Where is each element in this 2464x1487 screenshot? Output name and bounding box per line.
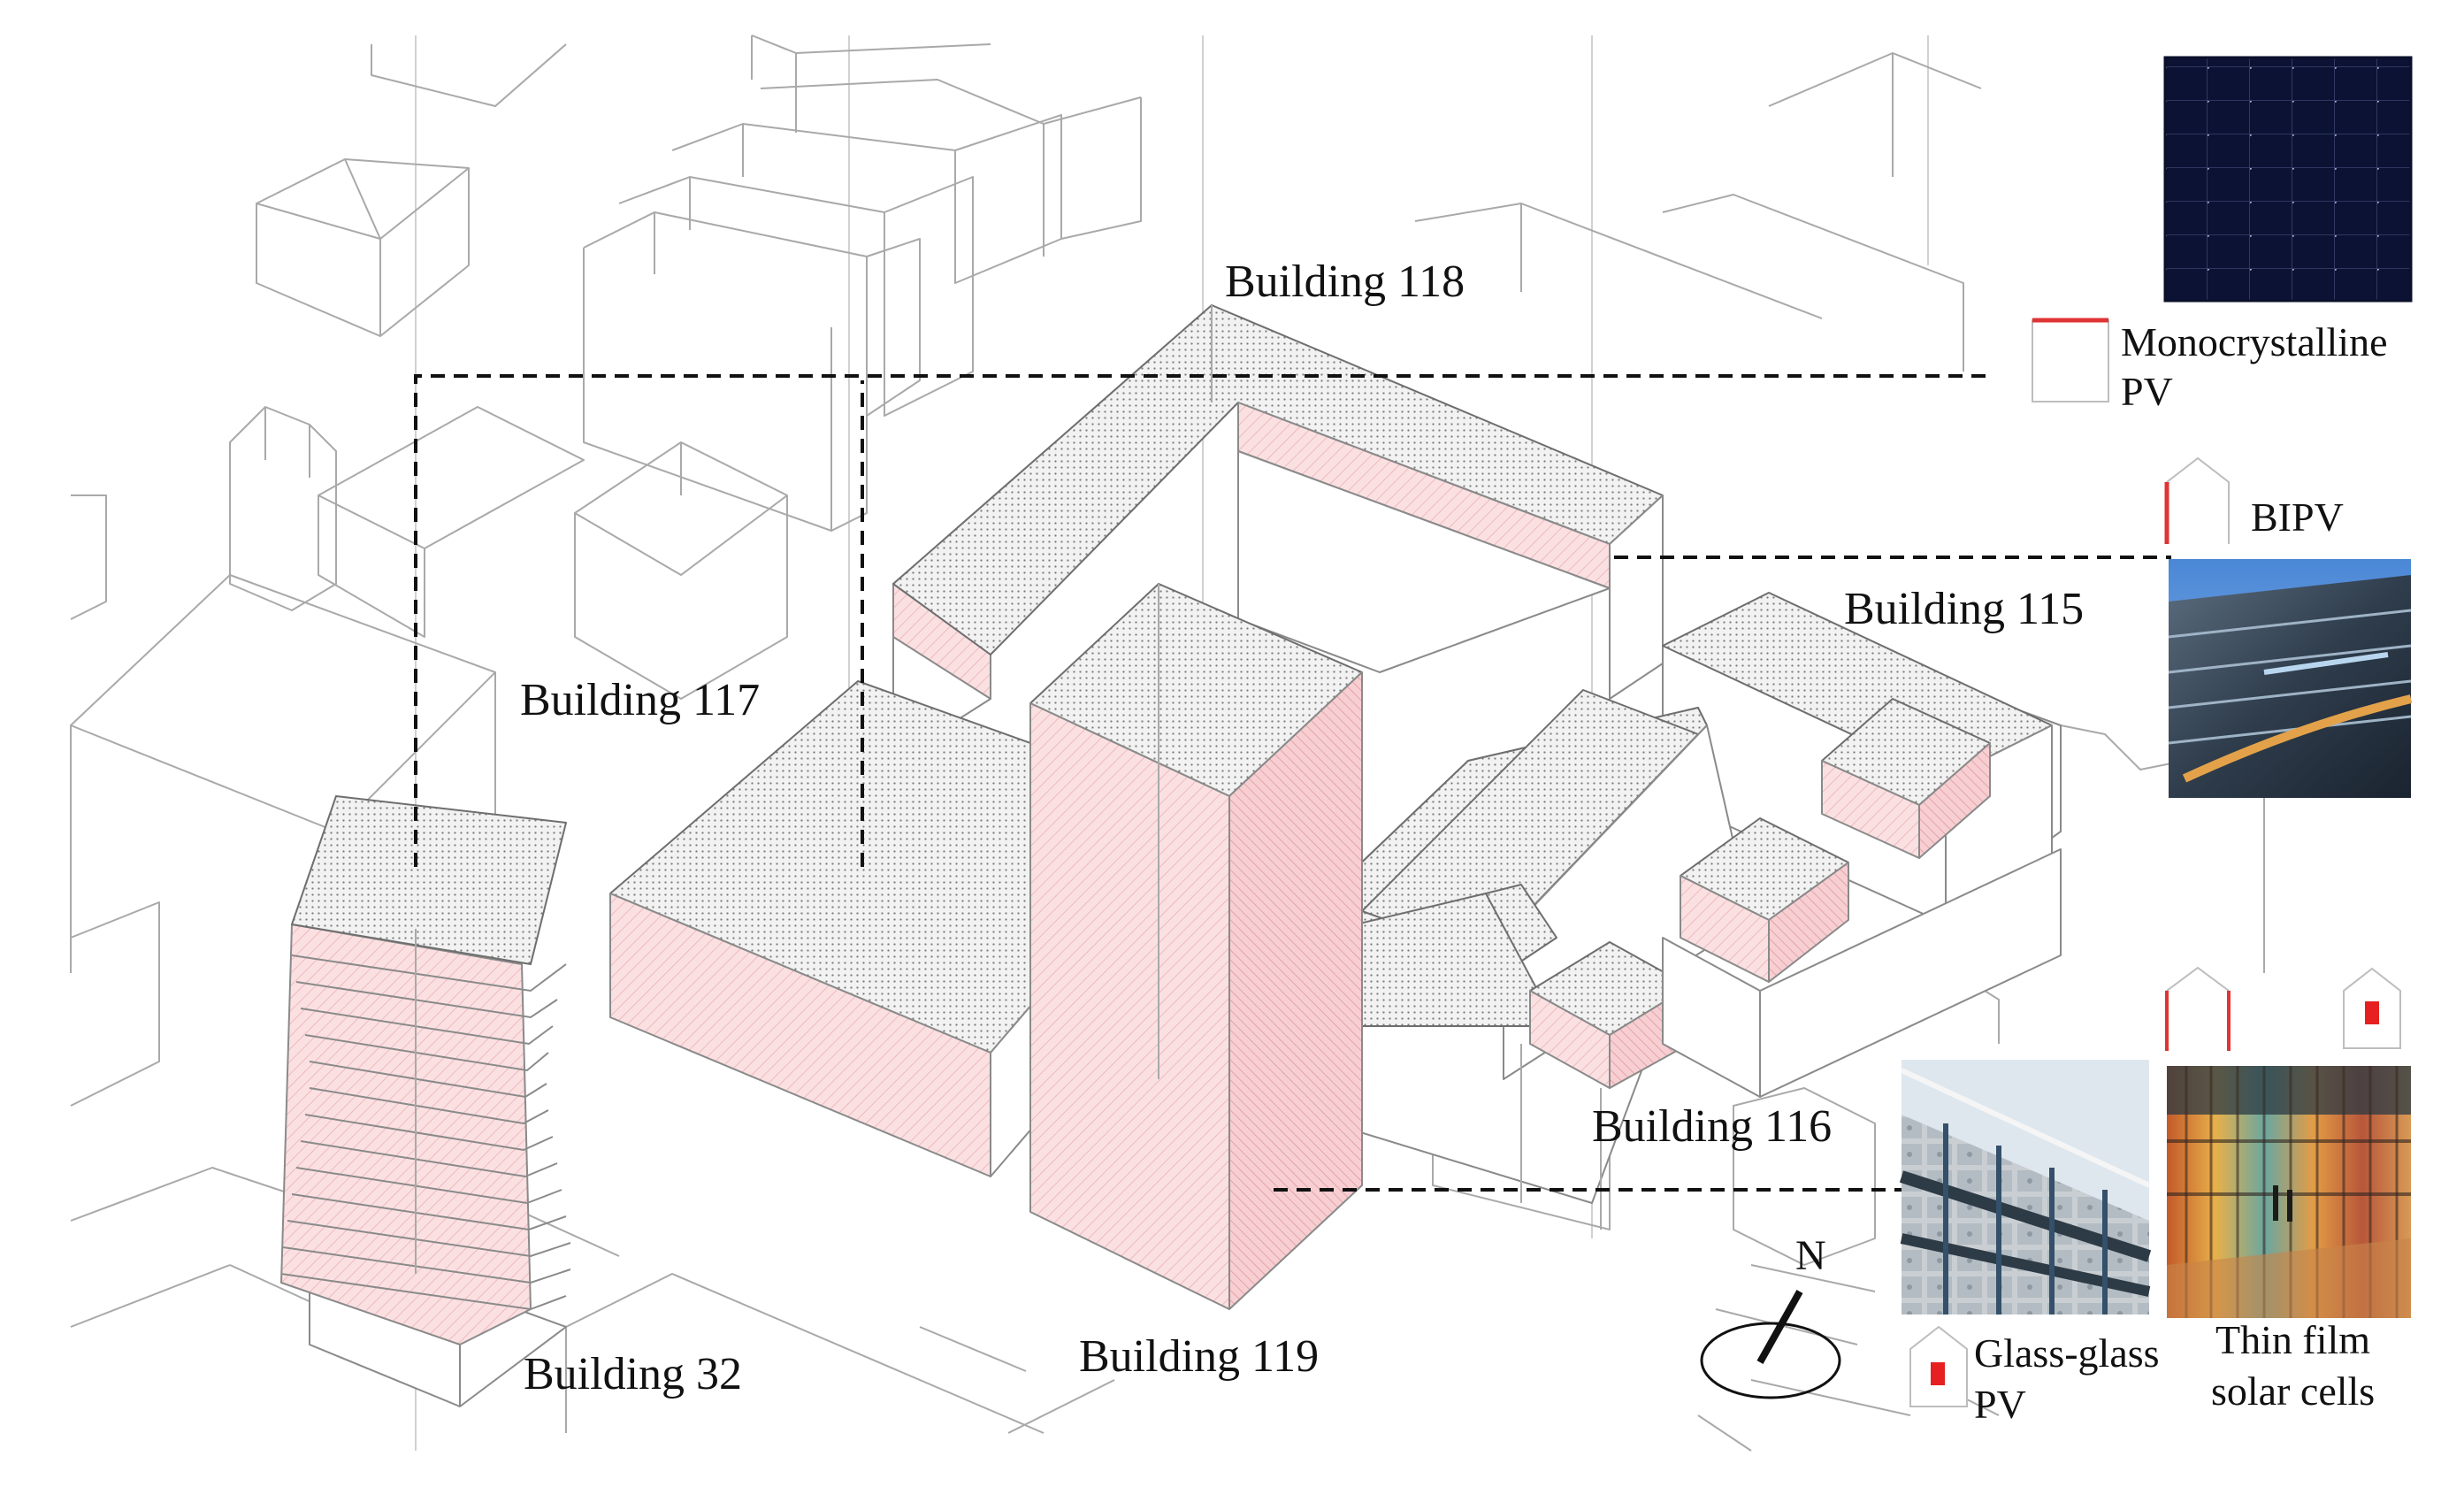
label-building-119: Building 119 <box>1079 1331 1319 1382</box>
legend-bipv: BIPV <box>2164 456 2413 798</box>
legend-thin-line1: Thin film <box>2215 1317 2370 1362</box>
label-building-117: Building 117 <box>520 675 760 725</box>
building-118 <box>892 304 1664 762</box>
label-building-115: Building 115 <box>1844 584 2084 634</box>
leader-lines <box>414 374 2171 1192</box>
label-building-118: Building 118 <box>1225 257 1465 307</box>
label-building-32: Building 32 <box>524 1349 742 1399</box>
building-116 <box>1273 689 2062 1230</box>
legend-glass-glass: Glass-glass PV <box>1899 1060 2160 1427</box>
label-building-116: Building 116 <box>1592 1101 1832 1152</box>
building-32 <box>280 795 571 1407</box>
legend-bipv-label: BIPV <box>2251 494 2344 540</box>
north-arrow: N <box>1700 1232 1841 1399</box>
thin-film-house-icon <box>2166 966 2230 1051</box>
north-arrow-ellipse <box>1700 1322 1841 1399</box>
legend-mono-line1: Monocrystalline <box>2121 319 2388 364</box>
north-arrow-needle <box>1756 1290 1803 1364</box>
glass-glass-facade-photo <box>1899 1060 2152 1315</box>
building-labels: Building 118 Building 117 Building 115 B… <box>520 257 2084 1399</box>
legend-thin-line2: solar cells <box>2211 1368 2375 1414</box>
building-119 <box>1029 583 1363 1310</box>
legend-glass-line2: PV <box>1974 1382 2026 1427</box>
building-115 <box>1662 592 2062 939</box>
legend-mono-line2: PV <box>2121 369 2173 414</box>
legend-thin-film-icons <box>2165 966 2401 1051</box>
north-label: N <box>1795 1232 1826 1279</box>
bipv-house-icon <box>2166 456 2230 544</box>
legend-glass-line1: Glass-glass <box>1974 1330 2160 1376</box>
thin-film-facade-photo <box>2167 1066 2411 1318</box>
mono-pv-panel-image <box>2163 56 2413 303</box>
mono-swatch-icon <box>2032 318 2109 402</box>
bipv-facade-photo <box>2168 559 2413 798</box>
building-32-floor-lines <box>280 954 571 1311</box>
legend-monocrystalline: Monocrystalline PV <box>2032 56 2413 414</box>
legend-thin-film: Thin film solar cells <box>2167 1066 2411 1414</box>
